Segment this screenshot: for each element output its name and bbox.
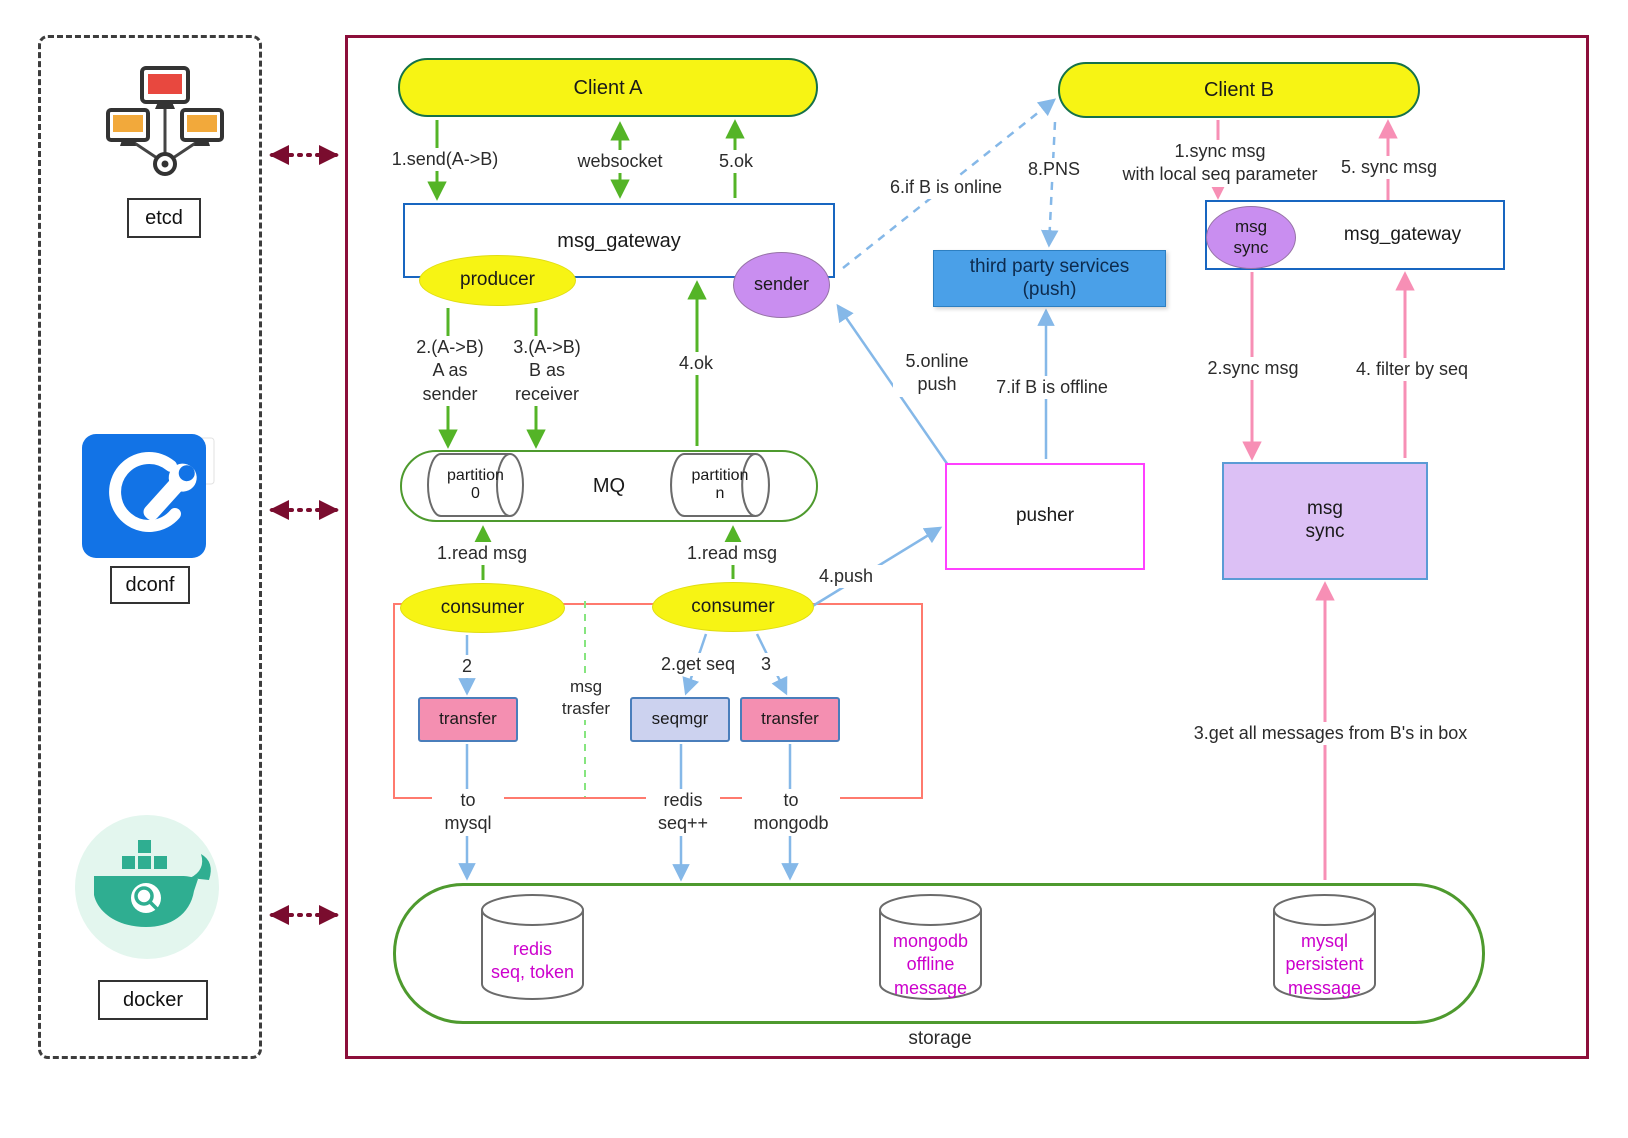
dconf-icon	[80, 430, 215, 562]
partition-n-cylinder: partition n	[670, 452, 770, 518]
seqmgr-node: seqmgr	[630, 697, 730, 742]
label-redis-seq: redis seq++	[646, 789, 720, 836]
producer-node: producer	[419, 255, 576, 306]
dconf-label: dconf	[110, 566, 190, 604]
partition-n-label: partition n	[691, 466, 749, 502]
msg-sync-box-node: msg sync	[1222, 462, 1428, 580]
label-to-mysql: to mysql	[432, 789, 504, 836]
pusher-node: pusher	[945, 463, 1145, 570]
mysql-cylinder	[1271, 892, 1378, 1002]
label-4ok: 4.ok	[670, 352, 722, 376]
storage-label: storage	[908, 1028, 972, 1049]
label-read-msg-right: 1.read msg	[678, 542, 786, 566]
label-step3: 3	[752, 653, 780, 677]
label-step2: 2	[452, 655, 482, 679]
consumer-right-node: consumer	[652, 582, 814, 632]
main-diagram-box	[345, 35, 1589, 1059]
label-get-all: 3.get all messages from B's in box	[1168, 722, 1493, 746]
redis-label: redis seq, token	[490, 939, 575, 983]
consumer-left-node: consumer	[400, 583, 565, 633]
label-b-online: 6.if B is online	[876, 176, 1016, 200]
label-4push: 4.push	[808, 565, 884, 589]
label-read-msg-left: 1.read msg	[428, 542, 536, 566]
redis-cylinder	[479, 892, 586, 1002]
transfer-left-node: transfer	[418, 697, 518, 742]
client-a-node: Client A	[398, 58, 818, 117]
label-a-as-sender: 2.(A->B) A as sender	[402, 336, 498, 407]
mongodb-cylinder	[877, 892, 984, 1002]
docker-label-text: docker	[122, 988, 184, 1011]
docker-icon	[72, 812, 222, 962]
label-filter-seq: 4. filter by seq	[1342, 358, 1482, 382]
label-b-as-receiver: 3.(A->B) B as receiver	[496, 336, 598, 407]
label-online-push: 5.online push	[893, 350, 981, 397]
docker-label: docker	[98, 980, 208, 1020]
arrow-pns-client-b-third-party-dashed	[1040, 121, 1059, 248]
label-sync-msg5: 5. sync msg	[1330, 156, 1448, 180]
etcd-label: etcd	[127, 198, 201, 238]
etcd-icon	[100, 62, 230, 192]
sidebar-dashed-box	[38, 35, 262, 1059]
label-to-mongodb: to mongodb	[742, 789, 840, 836]
mongodb-label: mongodb offline message	[892, 931, 969, 998]
label-send: 1.send(A->B)	[380, 148, 510, 172]
label-sync-msg2: 2.sync msg	[1198, 357, 1308, 381]
client-b-node: Client B	[1058, 62, 1420, 118]
label-5ok: 5.ok	[708, 150, 764, 174]
label-b-offline: 7.if B is offline	[982, 376, 1122, 400]
sender-node: sender	[733, 252, 830, 318]
label-get-seq: 2.get seq	[652, 653, 744, 677]
etcd-label-text: etcd	[145, 206, 183, 229]
partition-0-label: partition 0	[447, 466, 504, 502]
label-pns: 8.PNS	[1022, 158, 1086, 182]
msg-sync-ellipse-node: msg sync	[1206, 206, 1296, 269]
partition-0-cylinder: partition 0	[427, 452, 524, 518]
mysql-label: mysql persistent message	[1285, 931, 1364, 998]
label-msg-trasfer: msg trasfer	[548, 676, 624, 721]
transfer-right-node: transfer	[740, 697, 840, 742]
third-party-services-node: third party services (push)	[933, 250, 1166, 307]
label-sync-local: 1.sync msg with local seq parameter	[1100, 140, 1340, 187]
dconf-label-text: dconf	[125, 573, 175, 596]
label-websocket: websocket	[568, 150, 672, 174]
